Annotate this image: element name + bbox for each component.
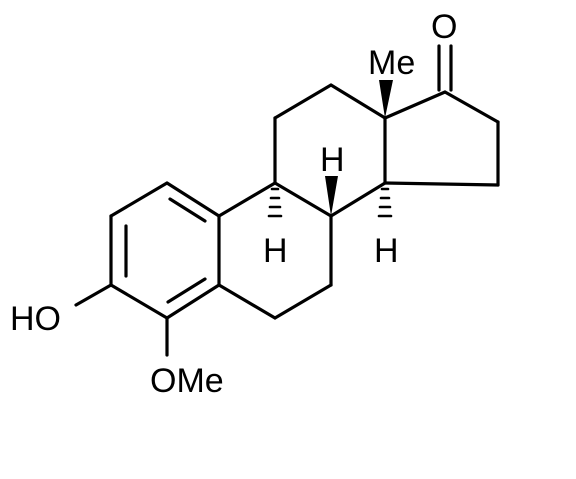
bond-c17-c16 [443, 90, 500, 124]
bond-c4-c5 [165, 283, 221, 320]
double-bond-c1-c10-inner [168, 197, 207, 223]
bond-c9-c10 [217, 181, 277, 218]
bond-c3-oh [74, 283, 113, 307]
bond-c5-c6 [217, 283, 277, 320]
bond-c6-c7 [273, 283, 333, 320]
hash-c14-h [377, 187, 393, 218]
double-bond-c4-c5-inner [166, 277, 207, 304]
hydroxyl-label: HO [10, 300, 61, 338]
bond-c8-c9 [273, 181, 333, 218]
bond-c13-c17 [383, 90, 447, 120]
bond-c12-c13 [329, 83, 387, 120]
bond-c14-c8 [329, 181, 387, 218]
bond-c10-c1 [165, 181, 221, 218]
h14-label: H [374, 232, 399, 270]
bond-c1-c2 [109, 181, 169, 218]
oxygen-label: O [431, 8, 457, 46]
bond-c11-c12 [273, 83, 333, 120]
bond-c15-c14 [383, 181, 500, 187]
methoxy-label: OMe [150, 362, 224, 400]
hash-c9-h [267, 187, 283, 218]
h8-label: H [320, 141, 345, 179]
methyl-label: Me [368, 44, 415, 82]
h9-label: H [263, 232, 288, 270]
bond-c3-c4 [109, 283, 169, 320]
wedge-c8-h [325, 176, 338, 216]
wedge-c13-methyl [379, 80, 393, 118]
